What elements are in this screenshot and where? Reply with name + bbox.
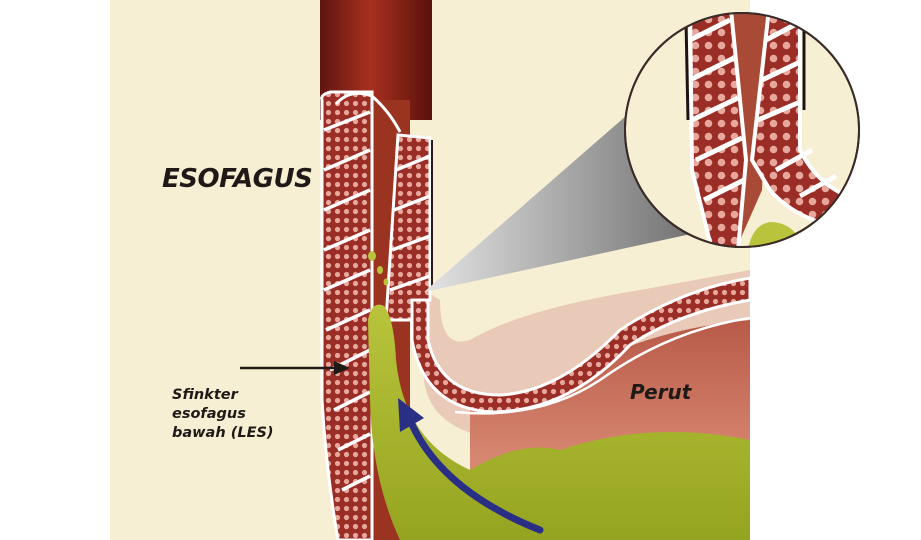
esophagus-label: ESOFAGUS (162, 164, 313, 194)
stomach-label: Perut (630, 380, 692, 404)
magnified-view (624, 12, 860, 248)
stomach-membrane (454, 316, 751, 415)
sphincter-label: Sfinkter esofagus bawah (LES) (172, 387, 274, 441)
curved-arrow-up-icon (398, 398, 544, 534)
reflux-acid (368, 304, 750, 540)
right-wall-bands (389, 154, 431, 292)
stomach-muscle-layer (410, 276, 752, 414)
cut-edge (334, 91, 402, 133)
acid-droplets (368, 251, 389, 286)
arrow-right-icon (240, 361, 350, 375)
